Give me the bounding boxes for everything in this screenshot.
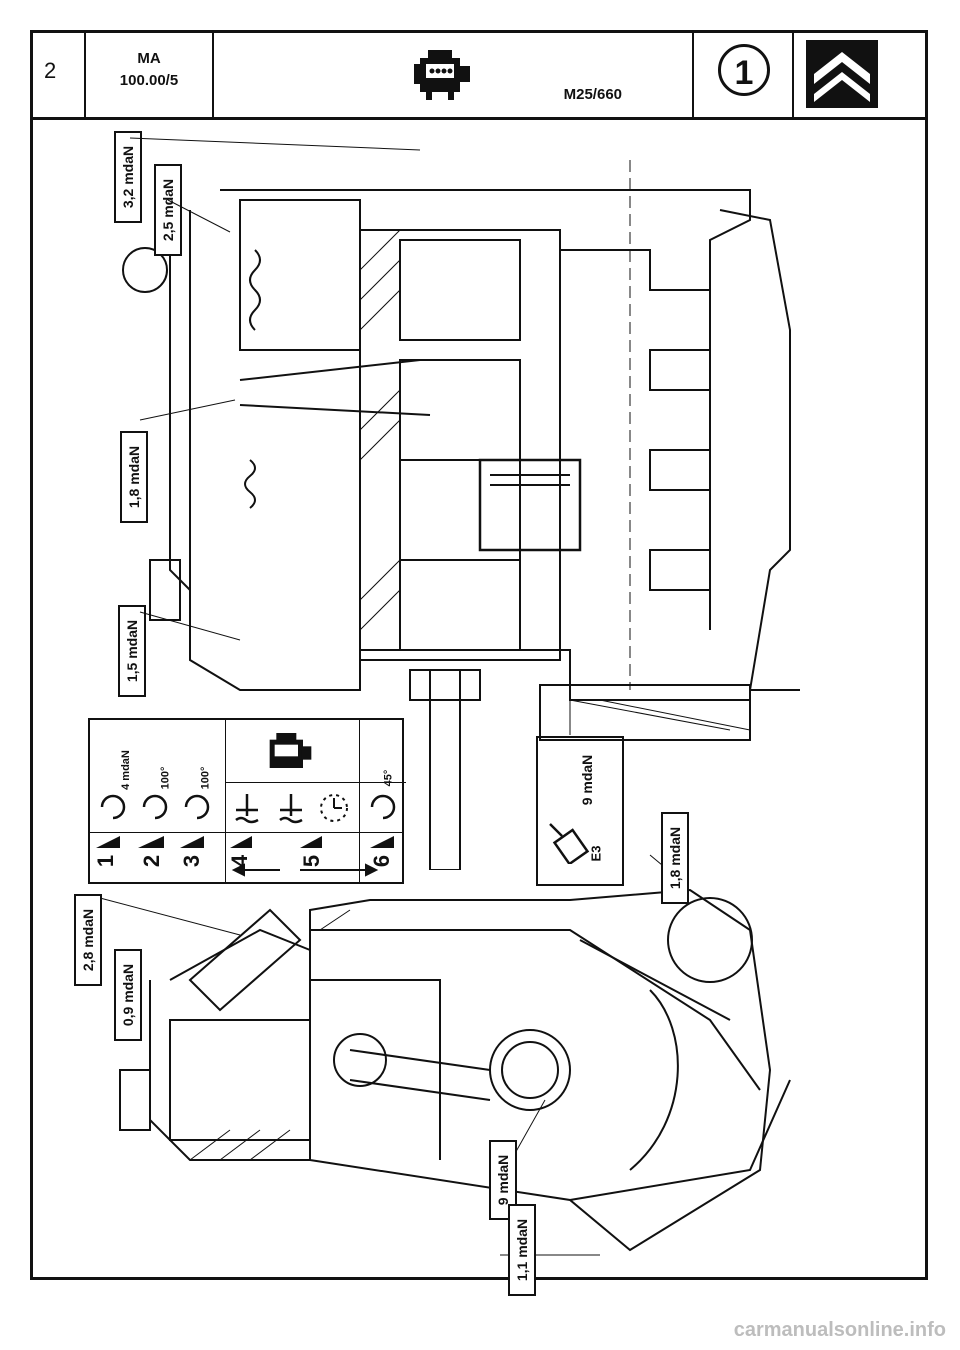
sealant-tube-icon [549, 823, 590, 864]
engine-icon [269, 733, 312, 768]
doc-code-cell: MA 100.00/5 [86, 30, 214, 117]
torque-label-injector: 2,8 mdaN [74, 894, 102, 986]
legend-col-steps [90, 720, 226, 882]
engine-longitudinal-section-drawing [122, 160, 800, 870]
legend-col-icon [226, 720, 360, 882]
crank-bolt-torque-box: 9 mdaN E3 [536, 736, 624, 886]
sealant-code: E3 [588, 845, 604, 862]
legend-step-3: 3 [179, 854, 205, 868]
doc-code-line1: MA [137, 50, 161, 67]
doc-code-line2: 100.00/5 [119, 72, 179, 89]
torque-label-crank-pulley: 9 mdaN [575, 745, 599, 815]
page-number: 2 [44, 58, 57, 83]
model-code: M25/660 [563, 86, 622, 103]
torque-label-rocker-nut: 0,9 mdaN [114, 949, 142, 1041]
torque-label-oil-pump: 1,8 mdaN [661, 812, 689, 904]
rotate-icon [370, 794, 396, 820]
rotate-icon [100, 794, 126, 820]
section-number-badge: 1 [718, 44, 770, 96]
torque-label-sump-plug: 1,1 mdaN [508, 1204, 536, 1296]
header: 2 MA 100.00/5 M25/660 1 [30, 30, 928, 120]
legend-arrows [96, 836, 394, 848]
engine-icon [414, 50, 470, 100]
rotate-icon [142, 794, 168, 820]
legend-step-2: 2 [139, 854, 165, 868]
engine-transverse-section-drawing [119, 888, 791, 1252]
citroen-chevron-logo [806, 40, 878, 108]
page-number-cell: 2 [30, 30, 86, 117]
rotate-icon [184, 794, 210, 820]
legend-value-torque: 4 mdaN [119, 750, 132, 790]
legend-direction-arrows [231, 863, 379, 877]
model-cell: M25/660 [214, 30, 694, 117]
clock-icon [320, 794, 348, 822]
thermometer-hot-icon [235, 794, 259, 824]
circle-cell: 1 [694, 30, 794, 117]
watermark: carmanualsonline.info [733, 1319, 946, 1341]
legend-value-angle-2: 100° [199, 766, 212, 790]
page-frame [30, 30, 928, 1280]
legend-value-angle-3: 45° [382, 769, 395, 787]
legend-step-1: 1 [93, 854, 119, 868]
tightening-sequence-table: 1 2 3 4 5 6 4 mdaN 100° 100° 45° [88, 718, 406, 884]
thermometer-cold-icon [279, 794, 303, 824]
logo-cell [794, 30, 892, 117]
legend-value-angle-1: 100° [159, 766, 172, 790]
